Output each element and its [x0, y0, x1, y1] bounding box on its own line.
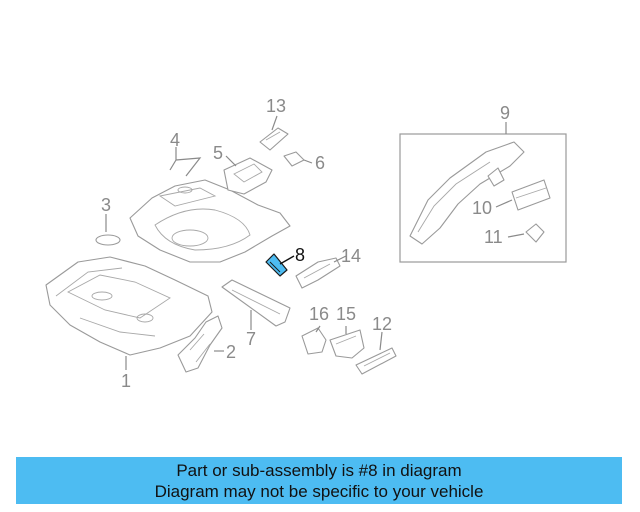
part-reinforcement: [295, 257, 341, 289]
callout-4: 4: [170, 130, 180, 150]
part-front-floor-pan: [45, 256, 213, 356]
part-support-bracket: [223, 157, 273, 195]
part-rear-floor-pan: [129, 179, 291, 263]
callout-10: 10: [472, 198, 492, 218]
callout-2: 2: [226, 342, 236, 362]
part-upper-bracket: [259, 127, 289, 151]
caption-line-1: Part or sub-assembly is #8 in diagram: [176, 461, 462, 480]
callout-6: 6: [315, 153, 325, 173]
callout-11: 11: [484, 227, 503, 247]
part-8-highlighted: [265, 253, 288, 277]
callout-13: 13: [266, 96, 286, 116]
callout-7: 7: [246, 329, 256, 349]
callout-9: 9: [500, 103, 510, 123]
parts-diagram: 1 2 3 4 5 6 7 8 9 10 11 12 13 14 15 16: [45, 96, 567, 391]
callout-8-highlighted: 8: [295, 245, 305, 265]
part-bracket: [177, 315, 223, 373]
caption-line-2: Diagram may not be specific to your vehi…: [154, 482, 484, 501]
callout-12: 12: [372, 314, 392, 334]
leader-lines: [105, 115, 525, 370]
part-sill: [355, 347, 397, 375]
caption-banner: Part or sub-assembly is #8 in diagram Di…: [16, 457, 622, 504]
callout-5: 5: [213, 143, 223, 163]
callout-14: 14: [341, 246, 361, 266]
callout-1: 1: [121, 371, 131, 391]
part-cross-member: [329, 329, 365, 359]
part-floor-rail: [221, 279, 291, 327]
callout-15: 15: [336, 304, 356, 324]
callout-3: 3: [101, 195, 111, 215]
subassembly-box: [399, 133, 567, 263]
part-clip: [283, 151, 305, 167]
part-side-bracket: [301, 327, 327, 355]
callout-16: 16: [309, 304, 329, 324]
part-plug: [95, 234, 121, 246]
